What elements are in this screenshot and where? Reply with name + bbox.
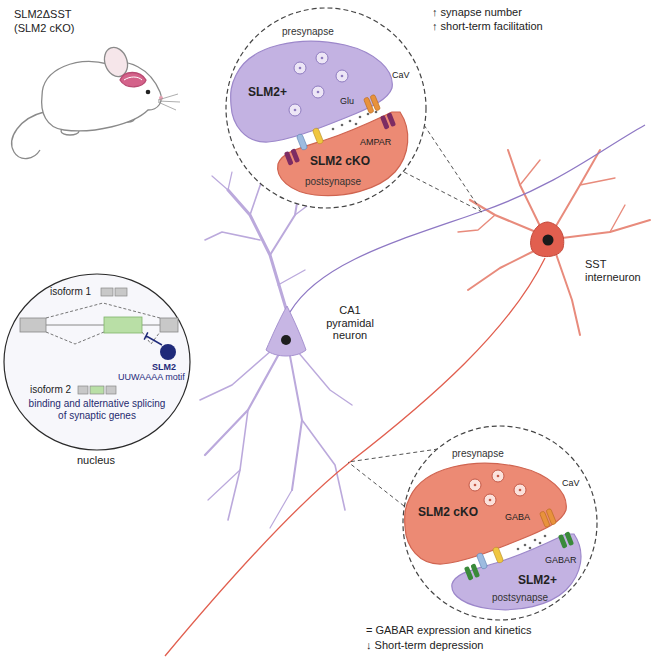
genotype-label: SLM2+ [518, 574, 557, 588]
ampa-receptor [380, 112, 396, 129]
isoform-label: isoform 2 [30, 384, 71, 396]
region-label: postsynapse [492, 592, 548, 604]
exon [20, 317, 178, 333]
receptor-label: GABAR [545, 555, 577, 565]
motif-label: UUWAAAA motif [118, 372, 185, 382]
ca1-dendrites [200, 172, 352, 528]
neurotransmitter-label: GABA [505, 512, 530, 522]
cell-label: SST interneuron [585, 258, 655, 283]
postsynaptic-terminal: SLM2+ postsynapse [449, 532, 587, 613]
glutamate-dots [332, 111, 378, 131]
gaba-receptor [464, 563, 480, 580]
receptor-label: AMPAR [360, 137, 391, 147]
adhesion-molecule [492, 546, 504, 563]
outline-path [4, 274, 190, 450]
cell-label: CA1 pyramidal neuron [318, 304, 382, 342]
compartment-label: nucleus [77, 454, 115, 467]
ca1-soma [266, 306, 306, 356]
isoform-label: isoform 1 [50, 286, 91, 298]
splice-line [46, 303, 160, 344]
genotype-label: SLM2 cKO [418, 506, 478, 520]
postsynaptic-terminal: SLM2 cKO postsynapse [274, 109, 414, 199]
sst-soma [531, 222, 564, 257]
genotype-label: SLM2+ [248, 86, 287, 100]
region-label: postsynapse [305, 176, 361, 188]
genotype-label: SLM2ΔSST [14, 8, 71, 21]
sst-dendrites [458, 150, 650, 335]
slm2-protein [160, 344, 176, 360]
adhesion-molecule [296, 133, 308, 150]
gaba-dots [517, 535, 547, 551]
vesicle-content [474, 475, 522, 502]
result-note: ↓ Short-term depression [366, 639, 483, 652]
zoom-circle [403, 426, 597, 620]
region-label: presynapse [282, 26, 334, 38]
ca1-nucleus [281, 335, 291, 345]
result-note: ↑ synapse number [432, 6, 522, 19]
ampa-receptor [284, 148, 300, 165]
cav-channel [539, 508, 556, 527]
zoom-circle [226, 8, 426, 208]
result-note: ↑ short-term facilitation [432, 20, 543, 33]
adhesion-molecule [476, 552, 488, 569]
genotype-label: SLM2 cKO [310, 155, 370, 169]
outline-path [452, 534, 581, 610]
region-label: presynapse [452, 448, 504, 460]
outline-path [278, 112, 408, 196]
vesicle [289, 52, 348, 116]
mouse-illustration [12, 44, 180, 158]
inhibition-arrow [144, 332, 162, 345]
channel-label: CaV [562, 478, 580, 488]
vesicle [469, 470, 526, 506]
genotype-label: (SLM2 cKO) [14, 22, 75, 35]
adhesion-molecule [312, 127, 324, 144]
intron-line [46, 325, 160, 326]
protein-label: SLM2 [152, 362, 176, 372]
vesicle-content [294, 57, 344, 112]
result-note: = GABAR expression and kinetics [366, 624, 531, 637]
sst-nucleus [543, 235, 554, 246]
gaba-receptor [558, 531, 574, 548]
cav-channel [363, 94, 380, 113]
description-text: binding and alternative splicing of syna… [27, 398, 167, 421]
neurotransmitter-label: Glu [340, 96, 354, 106]
channel-label: CaV [392, 70, 410, 80]
